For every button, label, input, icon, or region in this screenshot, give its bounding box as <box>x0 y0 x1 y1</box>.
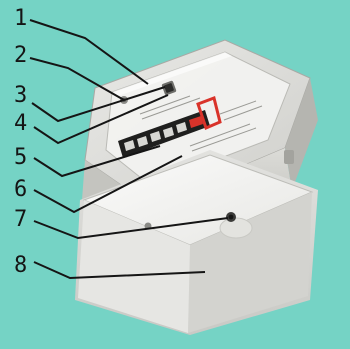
sealing-screw <box>226 212 236 222</box>
callout-number-7: 7 <box>14 207 27 232</box>
callout-number-5: 5 <box>14 145 27 170</box>
callout-number-8: 8 <box>14 253 27 278</box>
callout-numbers: 1 2 3 4 5 6 7 8 <box>14 6 27 278</box>
side-bolt <box>284 150 294 164</box>
callout-number-4: 4 <box>14 111 27 136</box>
callout-number-6: 6 <box>14 177 27 202</box>
callout-number-2: 2 <box>14 43 27 68</box>
leader-line-1 <box>30 20 148 84</box>
callout-number-3: 3 <box>14 83 27 108</box>
callout-number-1: 1 <box>14 6 27 31</box>
